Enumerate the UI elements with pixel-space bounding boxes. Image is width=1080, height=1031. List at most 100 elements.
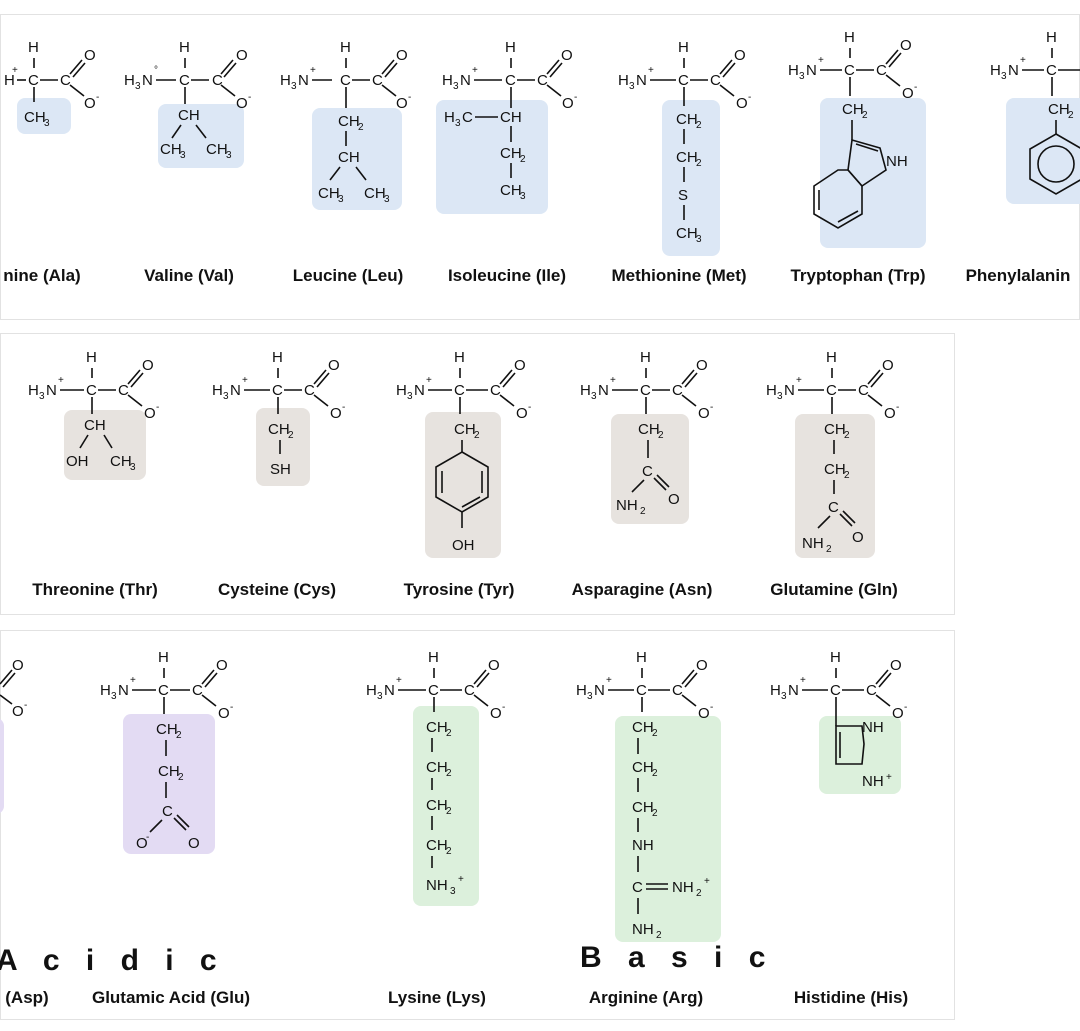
svg-text:H: H bbox=[505, 39, 516, 56]
svg-text:H: H bbox=[766, 382, 777, 399]
svg-text:-: - bbox=[502, 702, 505, 713]
svg-text:H: H bbox=[770, 682, 781, 699]
svg-text:CH: CH bbox=[638, 421, 660, 438]
svg-text:+: + bbox=[426, 375, 432, 386]
svg-text:H: H bbox=[212, 382, 223, 399]
gln-name: Glutamine (Gln) bbox=[770, 580, 898, 599]
svg-text:O: O bbox=[884, 405, 896, 422]
svg-text:H: H bbox=[640, 349, 651, 366]
svg-text:2: 2 bbox=[862, 110, 868, 121]
svg-text:NH: NH bbox=[426, 877, 448, 894]
svg-text:C: C bbox=[866, 682, 877, 699]
svg-text:NH: NH bbox=[862, 773, 884, 790]
svg-text:O: O bbox=[330, 405, 342, 422]
met-name: Methionine (Met) bbox=[611, 266, 747, 285]
met-side-chain-box bbox=[662, 100, 720, 256]
thr-side-chain-box bbox=[64, 410, 146, 480]
svg-text:N: N bbox=[806, 62, 817, 79]
svg-text:H: H bbox=[428, 649, 439, 666]
svg-text:3: 3 bbox=[407, 391, 413, 402]
svg-text:2: 2 bbox=[1068, 110, 1074, 121]
svg-text:O: O bbox=[514, 357, 526, 374]
svg-text:3: 3 bbox=[111, 691, 117, 702]
svg-text:-: - bbox=[904, 702, 907, 713]
svg-text:C: C bbox=[86, 382, 97, 399]
thr-name: Threonine (Thr) bbox=[32, 580, 158, 599]
svg-text:C: C bbox=[672, 682, 683, 699]
svg-text:O: O bbox=[698, 705, 710, 722]
svg-text:2: 2 bbox=[844, 430, 850, 441]
svg-text:O: O bbox=[892, 705, 904, 722]
svg-text:H: H bbox=[678, 39, 689, 56]
svg-text:CH: CH bbox=[158, 763, 180, 780]
gln-side-chain-box bbox=[795, 414, 875, 558]
svg-text:3: 3 bbox=[591, 391, 597, 402]
svg-text:C: C bbox=[462, 109, 473, 126]
svg-text:O: O bbox=[236, 47, 248, 64]
svg-text:O: O bbox=[12, 657, 24, 674]
svg-text:C: C bbox=[858, 382, 869, 399]
svg-text:N: N bbox=[594, 682, 605, 699]
svg-text:CH: CH bbox=[178, 107, 200, 124]
svg-text:CH: CH bbox=[824, 421, 846, 438]
ile-side-chain-box bbox=[436, 100, 548, 214]
trp-side-chain-box bbox=[820, 98, 926, 248]
svg-text:H: H bbox=[442, 72, 453, 89]
svg-text:N: N bbox=[598, 382, 609, 399]
his-side-chain-box bbox=[819, 716, 901, 794]
svg-text:3: 3 bbox=[1001, 71, 1007, 82]
svg-text:O: O bbox=[668, 491, 680, 508]
svg-text:-: - bbox=[528, 402, 531, 413]
svg-text:O: O bbox=[84, 47, 96, 64]
svg-text:O: O bbox=[882, 357, 894, 374]
svg-text:CH: CH bbox=[338, 113, 360, 130]
svg-text:-: - bbox=[748, 92, 751, 103]
svg-text:OH: OH bbox=[452, 537, 475, 554]
svg-text:H: H bbox=[1046, 29, 1057, 46]
svg-text:N: N bbox=[298, 72, 309, 89]
svg-text:+: + bbox=[130, 675, 136, 686]
svg-text:-: - bbox=[146, 832, 149, 843]
svg-text:°: ° bbox=[154, 65, 158, 76]
svg-text:H: H bbox=[4, 72, 15, 89]
svg-text:O: O bbox=[236, 95, 248, 112]
svg-text:3: 3 bbox=[44, 118, 50, 129]
ala-name: nine (Ala) bbox=[3, 266, 81, 285]
svg-text:3: 3 bbox=[629, 81, 635, 92]
svg-text:N: N bbox=[788, 682, 799, 699]
svg-text:3: 3 bbox=[135, 81, 141, 92]
svg-text:NH: NH bbox=[632, 921, 654, 938]
svg-text:3: 3 bbox=[377, 691, 383, 702]
svg-text:N: N bbox=[46, 382, 57, 399]
svg-text:+: + bbox=[242, 375, 248, 386]
svg-text:N: N bbox=[142, 72, 153, 89]
svg-text:2: 2 bbox=[446, 728, 452, 739]
svg-text:CH: CH bbox=[1048, 101, 1070, 118]
svg-text:H: H bbox=[396, 382, 407, 399]
svg-text:2: 2 bbox=[658, 430, 664, 441]
svg-text:C: C bbox=[537, 72, 548, 89]
svg-text:2: 2 bbox=[696, 158, 702, 169]
svg-text:2: 2 bbox=[474, 430, 480, 441]
svg-text:H: H bbox=[158, 649, 169, 666]
svg-text:2: 2 bbox=[826, 544, 832, 555]
svg-text:NH: NH bbox=[616, 497, 638, 514]
asp-side-chain-box bbox=[0, 718, 4, 814]
svg-text:O: O bbox=[12, 703, 24, 720]
svg-text:C: C bbox=[640, 382, 651, 399]
svg-text:C: C bbox=[826, 382, 837, 399]
svg-text:H: H bbox=[100, 682, 111, 699]
svg-text:H: H bbox=[830, 649, 841, 666]
svg-text:O: O bbox=[216, 657, 228, 674]
svg-text:C: C bbox=[636, 682, 647, 699]
svg-text:H: H bbox=[576, 682, 587, 699]
svg-text:O: O bbox=[696, 357, 708, 374]
trp-name: Tryptophan (Trp) bbox=[790, 266, 926, 285]
